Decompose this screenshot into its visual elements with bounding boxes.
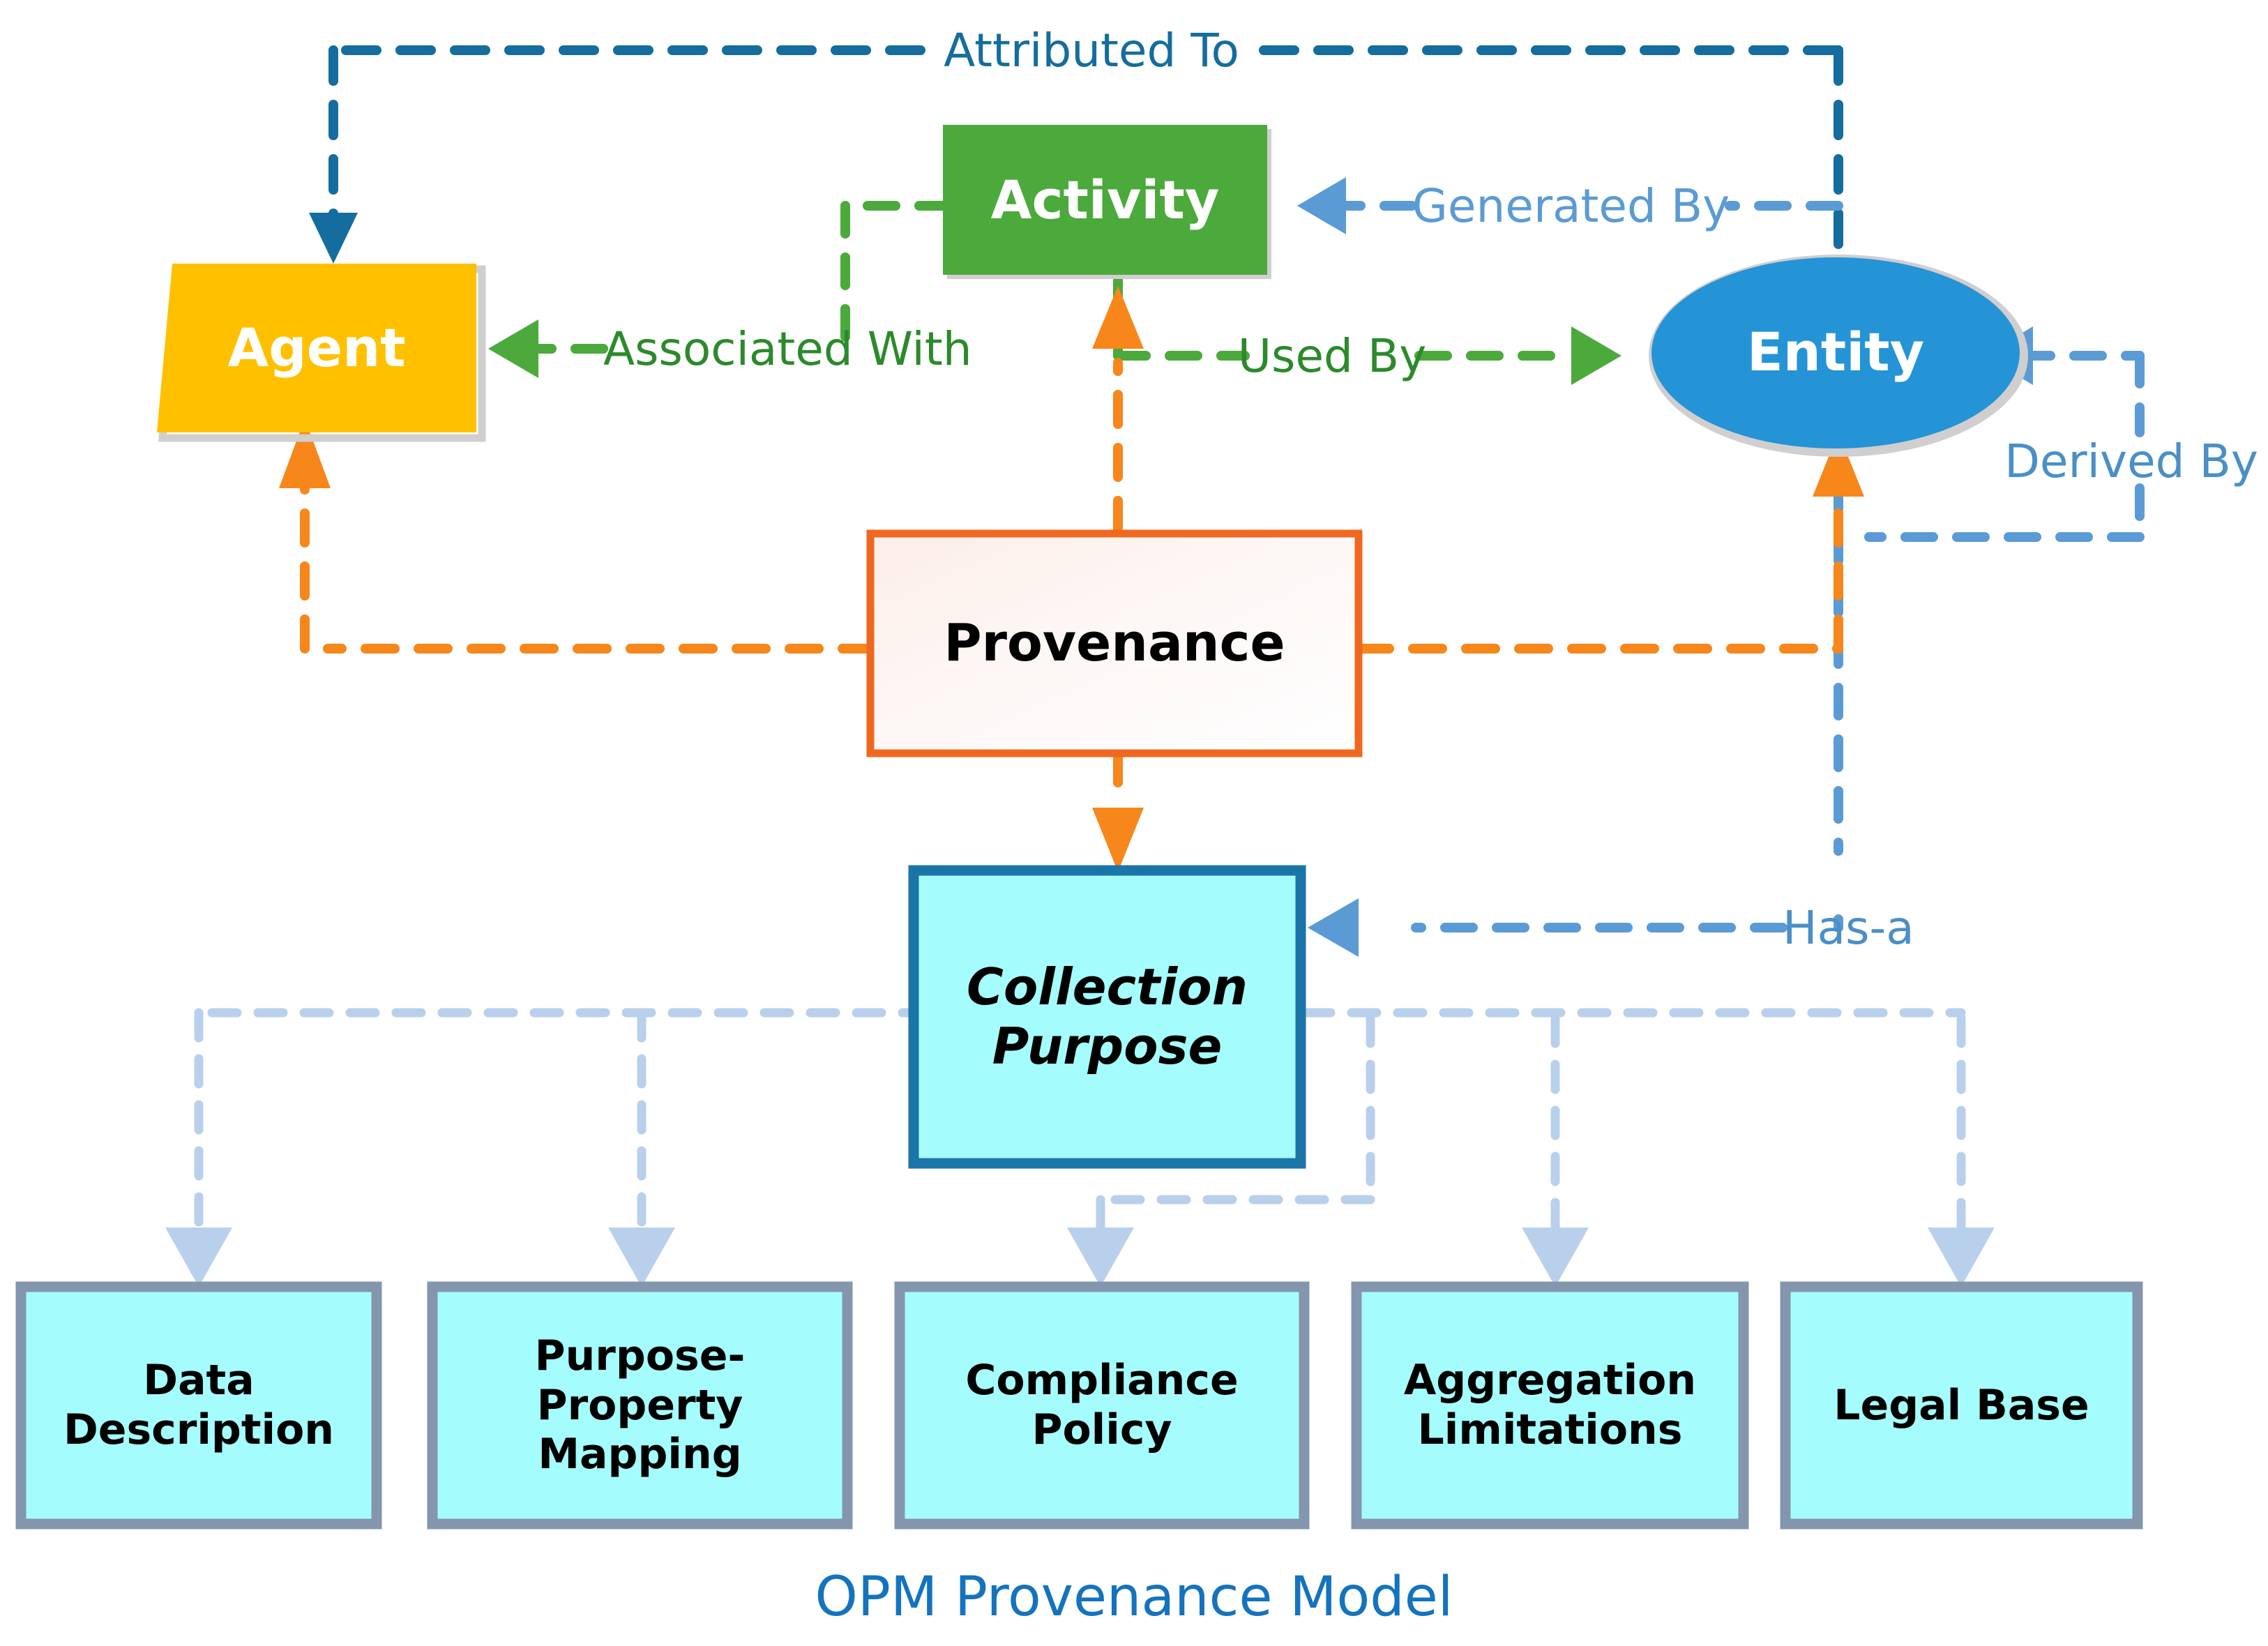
diagram-title-text: OPM Provenance Model <box>815 1566 1453 1629</box>
leaf-box-4[interactable] <box>1780 1281 2143 1530</box>
edge-label-attributed-to: Attributed To <box>921 15 1262 85</box>
node-provenance[interactable] <box>866 529 1363 757</box>
leaf-box-1[interactable] <box>427 1281 853 1530</box>
has-a-text: Has-a <box>1783 900 1914 955</box>
edge-provenance-collection-purpose <box>1092 748 1144 872</box>
node-entity[interactable] <box>1649 255 2028 457</box>
edge-generated-by <box>1297 177 1843 234</box>
leaf-box-0[interactable] <box>15 1281 382 1530</box>
generated-by-text: Generated By <box>1412 179 1730 233</box>
leaf-box-2[interactable] <box>894 1281 1310 1530</box>
used-by-text: Used By <box>1237 329 1427 383</box>
attributed-to-text: Attributed To <box>944 23 1239 77</box>
edge-label-associated-with: Associated With <box>603 314 972 384</box>
node-collection-purpose[interactable] <box>908 865 1306 1169</box>
edge-provenance-agent <box>279 418 877 654</box>
edge-provenance-activity <box>1092 286 1144 535</box>
edge-label-used-by: Used By <box>1238 321 1427 391</box>
node-agent[interactable] <box>157 264 486 442</box>
tree-connectors <box>165 1008 1995 1287</box>
edge-has-a <box>1308 476 1843 957</box>
edge-attributed-to <box>309 45 1843 301</box>
edge-label-generated-by: Generated By <box>1412 171 1730 241</box>
node-activity[interactable] <box>943 125 1271 279</box>
leaf-box-3[interactable] <box>1351 1281 1749 1530</box>
derived-by-text: Derived By <box>2004 434 2258 488</box>
edge-label-derived-by: Derived By <box>1995 432 2268 490</box>
edge-label-has-a: Has-a <box>1783 893 1943 962</box>
edge-associated-with <box>488 201 952 378</box>
edge-provenance-entity <box>1355 432 1864 654</box>
associated-with-text: Associated With <box>603 322 972 376</box>
diagram-title: OPM Provenance Model <box>0 1562 2268 1632</box>
